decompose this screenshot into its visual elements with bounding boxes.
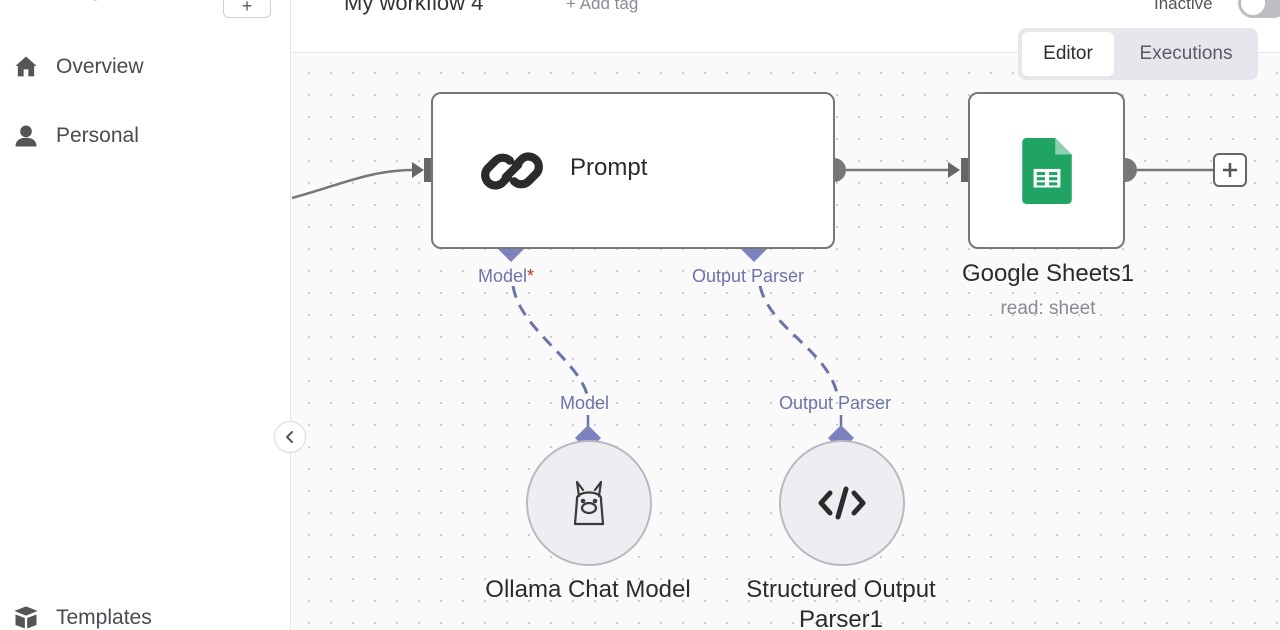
sidebar-item-templates[interactable]: Templates	[12, 604, 152, 630]
sidebar-item-label: Overview	[56, 55, 144, 78]
sidebar-item-overview[interactable]: Overview	[12, 53, 144, 81]
toggle-knob	[1241, 0, 1265, 15]
parser-port-label: Output Parser	[779, 393, 892, 413]
google-sheets-icon	[1022, 138, 1072, 204]
logo-text: n8n	[72, 0, 118, 7]
sidebar: n8n + Overview Personal Templates	[0, 0, 291, 630]
google-sheets-title: Google Sheets1	[961, 260, 1135, 287]
google-sheets-node[interactable]	[968, 92, 1125, 249]
model-port-text: Model	[478, 266, 528, 286]
collapse-sidebar-button[interactable]	[274, 421, 306, 453]
create-button[interactable]: +	[223, 0, 271, 18]
arrow-head	[948, 162, 960, 178]
structured-output-parser-node[interactable]	[779, 440, 905, 566]
plus-icon	[1223, 163, 1237, 177]
link-icon	[481, 152, 543, 190]
sidebar-item-personal[interactable]: Personal	[12, 122, 139, 150]
parser-connection	[758, 285, 840, 399]
arrow-head	[412, 162, 424, 178]
output-parser-port-label: Output Parser	[692, 266, 805, 286]
ollama-chat-model-node[interactable]	[526, 440, 652, 566]
llama-icon	[573, 480, 605, 526]
structured-output-parser-title-line1: Structured Output	[746, 576, 936, 603]
sidebar-item-label: Personal	[56, 124, 139, 147]
google-sheets-subtitle: read: sheet	[1000, 298, 1096, 319]
prompt-node-label: Prompt	[570, 154, 648, 181]
code-icon	[818, 486, 866, 520]
active-toggle[interactable]	[1238, 0, 1280, 18]
box-icon	[14, 606, 38, 629]
ollama-port-label: Model	[560, 393, 610, 413]
create-button-label: +	[241, 0, 253, 16]
home-icon	[15, 56, 37, 77]
model-connection	[511, 285, 590, 399]
add-node-button[interactable]	[1213, 153, 1247, 187]
tab-executions[interactable]: Executions	[1139, 43, 1233, 64]
connection-line	[291, 168, 415, 200]
view-switch: Editor Executions	[1018, 28, 1258, 80]
status-label: Inactive	[1154, 0, 1213, 13]
prompt-node[interactable]: Prompt	[431, 92, 835, 249]
structured-output-parser-title-line2: Parser1	[798, 606, 884, 630]
chevron-left-icon	[286, 431, 293, 443]
tab-editor[interactable]: Editor	[1022, 32, 1114, 76]
model-port-label: Model*	[478, 266, 534, 287]
sidebar-item-label: Templates	[56, 606, 152, 629]
ollama-chat-model-title: Ollama Chat Model	[485, 576, 691, 603]
workflow-name[interactable]: My workflow 4	[344, 0, 484, 15]
add-tag-link[interactable]: + Add tag	[566, 0, 639, 13]
user-icon	[15, 125, 37, 147]
required-marker: *	[527, 266, 535, 286]
